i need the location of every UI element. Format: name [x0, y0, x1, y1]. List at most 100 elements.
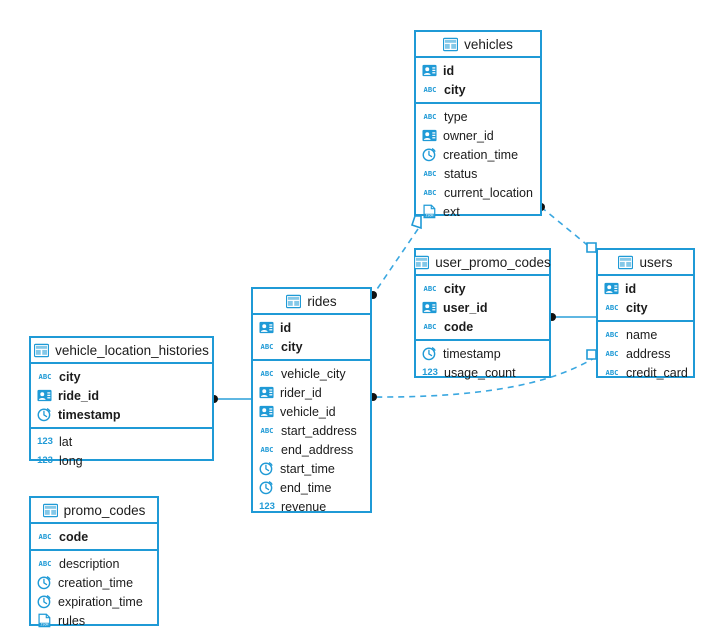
field-label: code: [444, 319, 474, 334]
field-label: code: [59, 529, 89, 544]
key-field-timestamp[interactable]: timestamp: [31, 405, 212, 424]
field-vehicle_id[interactable]: vehicle_id: [253, 402, 370, 421]
table-header-promo_codes[interactable]: promo_codes: [31, 498, 157, 524]
id-card-icon: [422, 63, 437, 78]
key-field-user_id[interactable]: user_id: [416, 298, 549, 317]
id-card-icon: [422, 128, 437, 143]
field-label: id: [443, 63, 455, 78]
key-field-ride_id[interactable]: ride_id: [31, 386, 212, 405]
field-timestamp[interactable]: timestamp: [416, 344, 549, 363]
key-field-city[interactable]: ABC city: [416, 80, 540, 99]
field-rider_id[interactable]: rider_id: [253, 383, 370, 402]
id-card-icon: [37, 388, 52, 403]
clock-icon: [422, 147, 437, 162]
table-grid-icon: [443, 37, 459, 52]
abc-text-icon: ABC: [605, 329, 619, 339]
field-status[interactable]: ABC status: [416, 164, 540, 183]
field-label: city: [444, 82, 466, 97]
field-creation_time[interactable]: creation_time: [31, 573, 157, 592]
field-label: revenue: [281, 499, 327, 514]
field-label: user_id: [443, 300, 488, 315]
table-grid-icon: [618, 255, 634, 270]
key-field-id[interactable]: id: [598, 279, 693, 298]
svg-text:JSON: JSON: [40, 623, 48, 627]
abc-text-icon: ABC: [423, 168, 437, 178]
key-field-id[interactable]: id: [416, 61, 540, 80]
table-header-users[interactable]: users: [598, 250, 693, 276]
field-label: start_address: [281, 423, 357, 438]
field-creation_time[interactable]: creation_time: [416, 145, 540, 164]
id-card-icon: [259, 404, 274, 419]
field-label: vehicle_city: [281, 366, 346, 381]
field-start_time[interactable]: start_time: [253, 459, 370, 478]
field-label: rider_id: [280, 385, 322, 400]
field-label: city: [281, 339, 303, 354]
field-label: id: [280, 320, 292, 335]
abc-text-icon: ABC: [260, 425, 274, 435]
clock-icon: [37, 407, 52, 422]
table-header-rides[interactable]: rides: [253, 289, 370, 315]
number-123-icon: 123: [259, 500, 275, 512]
key-field-city[interactable]: ABC city: [253, 337, 370, 356]
field-label: timestamp: [58, 407, 121, 422]
field-label: usage_count: [444, 365, 516, 380]
id-card-icon: [259, 385, 274, 400]
field-label: timestamp: [443, 346, 501, 361]
field-owner_id[interactable]: owner_id: [416, 126, 540, 145]
abc-text-icon: ABC: [260, 341, 274, 351]
abc-text-icon: ABC: [605, 348, 619, 358]
abc-text-icon: ABC: [423, 84, 437, 94]
number-123-icon: 123: [37, 454, 53, 466]
field-label: status: [444, 166, 478, 181]
id-card-icon: [422, 300, 437, 315]
field-label: credit_card: [626, 365, 688, 380]
key-field-id[interactable]: id: [253, 318, 370, 337]
field-end_time[interactable]: end_time: [253, 478, 370, 497]
table-header-vehicle_location_histories[interactable]: vehicle_location_histories: [31, 338, 212, 364]
field-label: city: [444, 281, 466, 296]
field-start_address[interactable]: ABC start_address: [253, 421, 370, 440]
field-label: expiration_time: [58, 594, 143, 609]
table-title: user_promo_codes: [435, 254, 551, 270]
field-revenue[interactable]: 123 revenue: [253, 497, 370, 516]
field-label: end_time: [280, 480, 332, 495]
table-header-user_promo_codes[interactable]: user_promo_codes: [414, 250, 551, 276]
field-expiration_time[interactable]: expiration_time: [31, 592, 157, 611]
svg-text:JSON: JSON: [425, 214, 433, 218]
clock-icon: [259, 461, 274, 476]
number-123-icon: 123: [37, 435, 53, 447]
table-header-vehicles[interactable]: vehicles: [416, 32, 540, 58]
field-label: owner_id: [443, 128, 494, 143]
field-label: end_address: [281, 442, 354, 457]
